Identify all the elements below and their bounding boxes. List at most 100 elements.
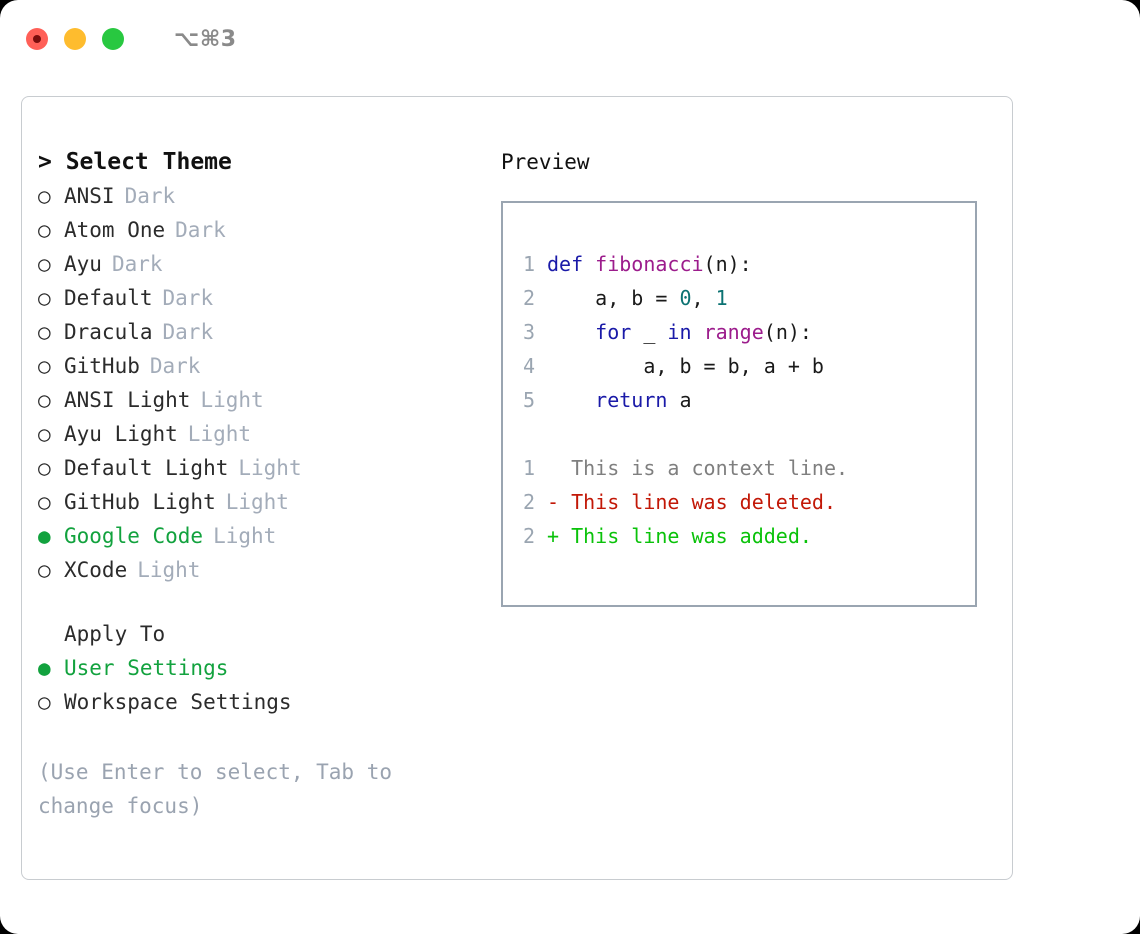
code-token-plain: a [667, 388, 692, 412]
code-line: 4 a, b = b, a + b [503, 349, 975, 383]
close-window-button[interactable] [26, 28, 48, 50]
code-token-plain [547, 320, 595, 344]
theme-option-github[interactable]: ○ GitHub Dark [38, 349, 478, 383]
code-text: a, b = b, a + b [547, 349, 824, 383]
diff-line: 1 This is a context line. [503, 451, 975, 485]
radio-unselected-icon: ○ [38, 388, 51, 412]
code-token-plain: a, b = b, a + b [547, 354, 824, 378]
theme-option-variant: Dark [175, 218, 226, 242]
theme-option-variant: Dark [149, 354, 201, 378]
apply-to-option-workspace-settings[interactable]: ○ Workspace Settings [38, 685, 478, 719]
code-token-fn: range [703, 320, 764, 344]
code-token-plain: a, b = [547, 286, 680, 310]
theme-option-variant: Dark [162, 286, 214, 310]
code-text: return a [547, 383, 692, 417]
select-theme-prompt: > Select Theme [38, 149, 232, 175]
line-number: 2 [522, 490, 535, 514]
line-number: 2 [522, 286, 535, 310]
theme-option-variant: Light [213, 524, 277, 548]
code-token-plain [547, 388, 595, 412]
theme-option-xcode[interactable]: ○ XCode Light [38, 553, 478, 587]
theme-option-ayu-light[interactable]: ○ Ayu Light Light [38, 417, 478, 451]
theme-option-ansi-light[interactable]: ○ ANSI Light Light [38, 383, 478, 417]
code-token-fn: fibonacci [595, 252, 704, 276]
code-text: def fibonacci(n): [547, 247, 752, 281]
line-number: 4 [522, 354, 535, 378]
diff-text-ctx: This is a context line. [547, 456, 849, 480]
minimize-window-button[interactable] [64, 28, 86, 50]
apply-to-option-user-settings[interactable]: ●User Settings [38, 651, 478, 685]
theme-option-atom-one[interactable]: ○ Atom One Dark [38, 213, 478, 247]
code-token-num: 1 [715, 286, 728, 310]
theme-option-variant: Dark [111, 252, 163, 276]
radio-unselected-icon: ○ [38, 286, 51, 310]
apply-to-title: Apply To [64, 622, 166, 646]
theme-option-variant: Light [200, 388, 264, 412]
code-token-plain [692, 320, 704, 344]
radio-unselected-icon: ○ [38, 252, 51, 276]
code-line: 3 for _ in range(n): [503, 315, 975, 349]
apply-to-option-label: User Settings [64, 656, 229, 680]
theme-option-label: Ayu Light [64, 422, 178, 446]
theme-option-label: ANSI Light [64, 388, 191, 412]
radio-unselected-icon: ○ [38, 690, 51, 714]
preview-title: Preview [501, 150, 590, 174]
diff-line: 2 + This line was added. [503, 519, 975, 553]
line-number: 1 [522, 456, 535, 480]
theme-option-label: Default Light [64, 456, 229, 480]
radio-unselected-icon: ○ [38, 354, 51, 378]
theme-option-label: Default [64, 286, 153, 310]
code-token-plain: (n): [703, 252, 752, 276]
code-token-plain: (n): [763, 320, 812, 344]
theme-option-default-light[interactable]: ○ Default Light Light [38, 451, 478, 485]
theme-option-label: Google Code [64, 524, 204, 548]
line-number: 2 [522, 524, 535, 548]
code-line: 5 return a [503, 383, 975, 417]
theme-option-default[interactable]: ○ Default Dark [38, 281, 478, 315]
theme-option-label: Atom One [64, 218, 166, 242]
radio-unselected-icon: ○ [38, 422, 51, 446]
theme-option-label: XCode [64, 558, 128, 582]
theme-option-label: Dracula [64, 320, 153, 344]
code-token-plain: , [691, 286, 716, 310]
code-text: for _ in range(n): [547, 315, 812, 349]
theme-option-variant: Light [225, 490, 289, 514]
theme-option-ayu[interactable]: ○ Ayu Dark [38, 247, 478, 281]
code-token-kw: def [547, 252, 596, 276]
theme-option-variant: Dark [162, 320, 214, 344]
keyboard-shortcut-label: ⌥⌘3 [174, 26, 237, 52]
spacer [38, 587, 478, 617]
code-token-kw: return [595, 388, 668, 412]
line-number: 3 [522, 320, 535, 344]
radio-unselected-icon: ○ [38, 218, 51, 242]
code-line: 2 a, b = 0, 1 [503, 281, 975, 315]
theme-option-variant: Light [137, 558, 201, 582]
spacer [503, 417, 975, 451]
theme-option-label: Ayu [64, 252, 102, 276]
diff-text-del: - This line was deleted. [547, 490, 836, 514]
apply-to-option-label: Workspace Settings [64, 690, 292, 714]
title-bar: ⌥⌘3 [0, 0, 1140, 78]
radio-unselected-icon: ○ [38, 456, 51, 480]
line-number: 1 [522, 252, 535, 276]
theme-option-variant: Light [238, 456, 302, 480]
traffic-lights [26, 28, 124, 50]
code-text: a, b = 0, 1 [547, 281, 728, 315]
code-token-kw: in [667, 320, 692, 344]
theme-option-label: GitHub [64, 354, 140, 378]
zoom-window-button[interactable] [102, 28, 124, 50]
diff-text-add: + This line was added. [547, 524, 812, 548]
theme-option-variant: Light [187, 422, 252, 446]
code-token-kw: for [595, 320, 632, 344]
radio-unselected-icon: ○ [38, 558, 51, 582]
apply-to-list: ●User Settings ○ Workspace Settings [38, 651, 478, 719]
